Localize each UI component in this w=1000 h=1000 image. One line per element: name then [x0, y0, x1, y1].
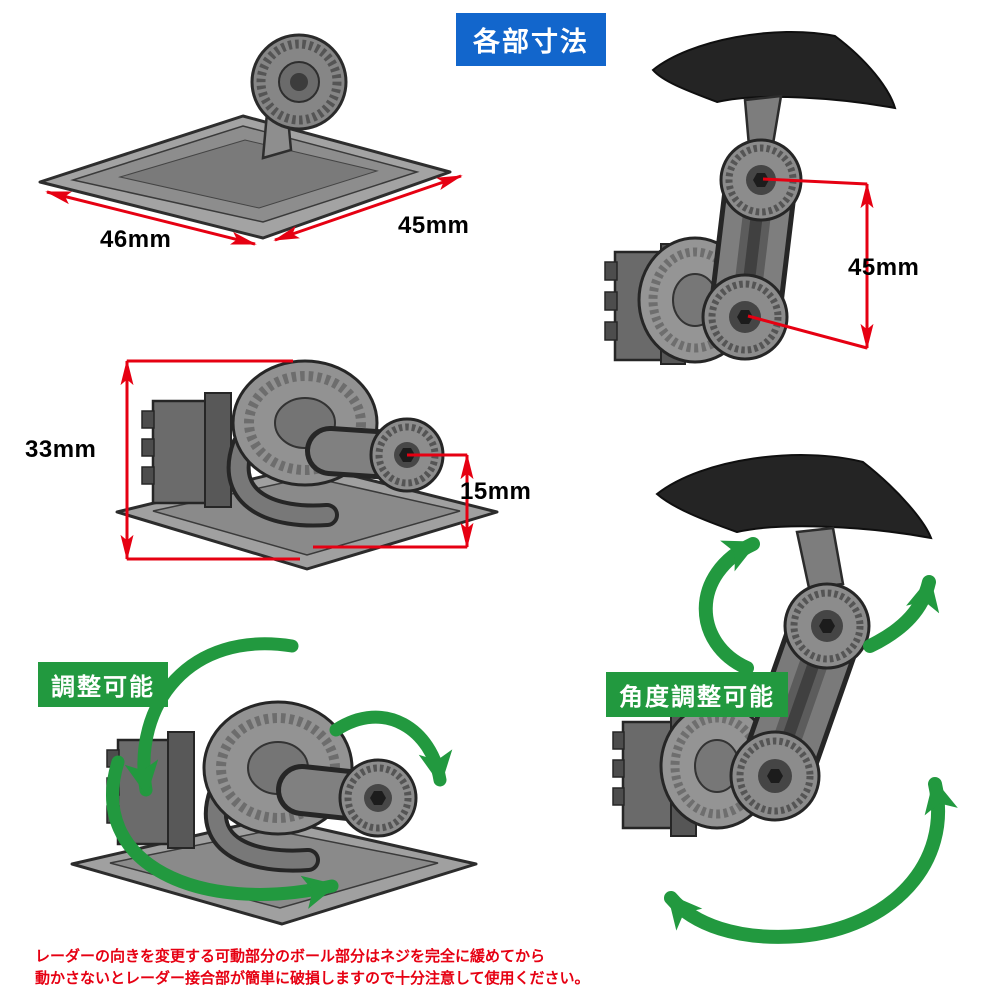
base-mount-illustration — [25, 20, 470, 260]
angle-rotation-arrows — [664, 537, 958, 944]
angle-adjust-illustration — [585, 436, 985, 978]
adjustable-mount-svg — [70, 637, 478, 926]
dimension-arm-joint-span: 45mm — [848, 254, 920, 281]
rotation-arrows — [106, 637, 453, 909]
section-title-badge: 各部寸法 — [456, 13, 606, 66]
mount-side-svg — [115, 359, 499, 571]
arm-dimension-lines — [747, 177, 874, 350]
height-dimension-lines — [120, 359, 474, 561]
dimension-base-side-edge: 45mm — [398, 212, 470, 239]
base-dimension-lines — [45, 174, 463, 246]
usage-warning-line2: 動かさないとレーダー接合部が簡単に破損しますので十分注意して使用ください。 — [35, 970, 590, 987]
base-mount-svg — [38, 33, 463, 246]
dimension-base-front-edge: 46mm — [100, 226, 172, 253]
angle-adjust-svg — [612, 454, 958, 944]
dimension-mount-total-height: 33mm — [25, 436, 97, 463]
arm-assembly-svg — [604, 31, 897, 365]
dimension-ball-center-height: 15mm — [460, 478, 532, 505]
adjustable-callout: 調整可能 — [38, 662, 168, 707]
usage-warning: レーダーの向きを変更する可動部分のボール部分はネジを完全に緩めてから 動かさない… — [35, 946, 590, 990]
mount-side-illustration — [55, 305, 505, 590]
angle-adjustable-callout: 角度調整可能 — [606, 672, 788, 717]
arm-assembly-illustration — [595, 12, 935, 437]
usage-warning-line1: レーダーの向きを変更する可動部分のボール部分はネジを完全に緩めてから — [35, 948, 546, 965]
adjustable-mount-illustration — [40, 612, 490, 950]
